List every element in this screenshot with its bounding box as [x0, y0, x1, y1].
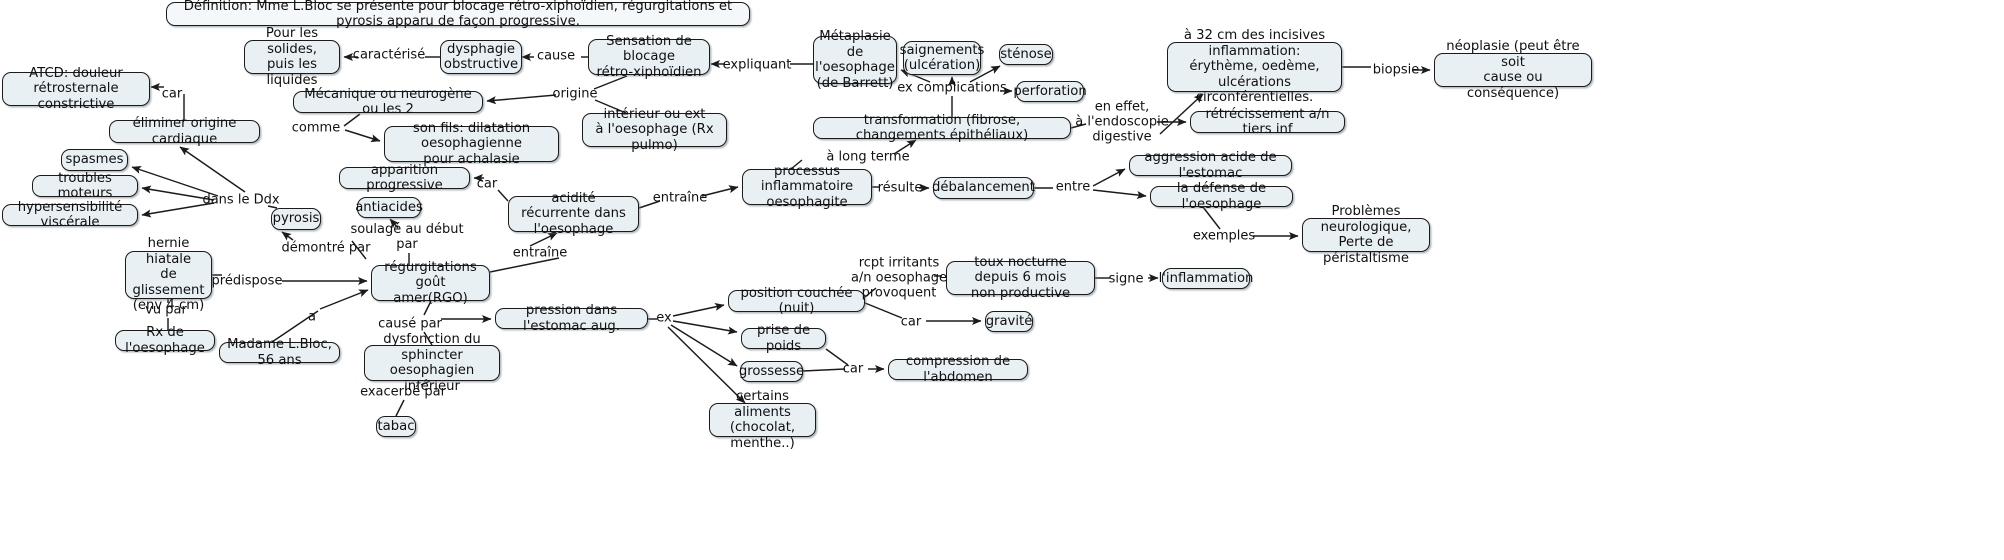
edge-label-entraine-acidite-processus: entraîne	[652, 190, 708, 206]
concept-node-saignements[interactable]: saignements (ulcération)	[899, 41, 985, 75]
edge-ex-to-grossesse	[670, 324, 738, 367]
edge-label-ex-complications: ex complications	[897, 80, 1007, 96]
concept-node-hypersensibilite[interactable]: hypersensibilité viscérale	[2, 200, 138, 230]
concept-node-aggression-acide[interactable]: aggression acide de l'estomac	[1129, 150, 1292, 181]
concept-node-antiacides[interactable]: antiacides	[355, 197, 423, 218]
concept-node-dysphagie-obstructive[interactable]: dysphagie obstructive	[440, 40, 522, 74]
edge-entre-to-aggression	[1092, 168, 1126, 187]
edge-label-comme: comme	[291, 120, 341, 136]
edge-entre-to-defense	[1092, 189, 1147, 200]
edge-label-en-effet: en effet, à l'endoscopie digestive	[1075, 99, 1169, 145]
concept-node-acidite-recurrente[interactable]: acidité récurrente dans l'oesophage	[508, 191, 639, 237]
concept-node-pyrosis[interactable]: pyrosis	[271, 208, 321, 230]
edge-label-exemples: exemples	[1192, 228, 1256, 244]
edge-label-soulage-au-debut: soulagé au début par	[350, 222, 464, 252]
edge-label-entre: entre	[1055, 179, 1091, 195]
edge-label-caracterise: caractérisé	[352, 47, 426, 63]
concept-node-interieur-ou-ext[interactable]: intérieur ou ext à l'oesophage (Rx pulmo…	[582, 107, 727, 153]
edge-exacerbe-to-tabac	[395, 399, 405, 417]
concept-node-eliminer-origine-cardiaque[interactable]: éliminer origine cardiaque	[109, 116, 260, 147]
concept-node-troubles-moteurs[interactable]: troubles moteurs	[32, 171, 138, 201]
concept-node-dysfonction-sphincter[interactable]: dysfonction du sphincter oesophagien inf…	[364, 332, 500, 394]
edge-a-to-regurg	[319, 289, 369, 310]
concept-node-metaplasie-barrett[interactable]: Métaplasie de l'oesophage (de Barrett)	[813, 29, 897, 91]
edge-origine-to-mecanique	[486, 94, 557, 105]
concept-node-spasmes[interactable]: spasmes	[61, 149, 128, 171]
concept-node-definition[interactable]: Définition: Mme L.Bloc se présente pour …	[166, 0, 750, 29]
edge-label-car-atcd: car	[161, 86, 183, 102]
concept-node-compression-abdomen[interactable]: compression de l'abdomen	[888, 354, 1028, 385]
concept-node-transformation-fibrose[interactable]: transformation (fibrose, changements épi…	[813, 113, 1071, 143]
edge-label-ex-pression: ex	[656, 310, 672, 326]
edge-label-a-madame: a	[308, 309, 316, 325]
edge-entraine-acidite-to	[701, 185, 739, 197]
edge-ex-to-prise	[672, 320, 738, 335]
edge-label-car-apparition: car	[476, 176, 498, 192]
concept-node-gravite[interactable]: gravité	[985, 311, 1033, 332]
concept-node-problemes-neuro[interactable]: Problèmes neurologique, Perte de pérista…	[1302, 204, 1430, 266]
edge-label-exacerbe-par: exacerbé par	[360, 384, 446, 400]
edge-label-vu-par: vu par	[145, 302, 187, 318]
edge-comme-to-sonfils	[344, 129, 381, 143]
edge-label-predispose: prédispose	[211, 273, 283, 289]
edge-ddx-to-eliminer	[179, 146, 246, 193]
concept-node-processus-inflammatoire[interactable]: processus inflammatoire oesophagite	[742, 164, 872, 210]
concept-node-l-inflammation[interactable]: l'inflammation	[1159, 268, 1253, 289]
edge-label-car-gravite: car	[900, 314, 922, 330]
edge-car-apparition-from-acidite	[497, 189, 509, 202]
concept-node-debalancement[interactable]: débalancement	[932, 177, 1035, 199]
concept-node-hernie-hiatale[interactable]: hernie hiatale de glissement (env 4 cm)	[125, 236, 212, 313]
concept-node-mecanique-neurogene[interactable]: Mécanique ou neurogène ou les 2	[293, 87, 483, 117]
concept-node-stenose[interactable]: sténose	[999, 44, 1053, 65]
edge-label-demontre-par: démontré par	[281, 240, 371, 256]
concept-node-regurgitations[interactable]: régurgitations goût amer(RGO)	[371, 260, 490, 306]
concept-node-toux-nocturne[interactable]: toux nocturne depuis 6 mois non producti…	[946, 255, 1095, 301]
edge-label-resulte: résulte	[877, 180, 923, 196]
concept-node-sensation-blocage[interactable]: Sensation de blocage rétro-xiphoïdien	[588, 34, 710, 80]
concept-node-apparition-progressive[interactable]: apparition progressive	[339, 163, 470, 193]
edge-label-signe: signe	[1108, 271, 1144, 287]
edge-position-to-car-grav	[864, 302, 903, 319]
edge-label-cause-par: causé par	[378, 316, 442, 332]
edge-label-cause: cause	[536, 48, 576, 64]
concept-node-tabac[interactable]: tabac	[376, 416, 416, 437]
concept-node-retrecissement[interactable]: rétrécissement a/n tiers inf	[1190, 107, 1345, 137]
edge-label-entraine-rgo-acidite: entraîne	[512, 245, 568, 261]
edge-label-rcpt-irritants: rcpt irritants a/n oesophage provoquent	[850, 255, 948, 301]
edge-label-biopsie: biopsie	[1372, 62, 1420, 78]
concept-node-a-32-cm[interactable]: à 32 cm des incisives inflammation: éryt…	[1167, 28, 1342, 105]
edge-label-origine: origine	[552, 86, 598, 102]
concept-node-certains-aliments[interactable]: certains aliments (chocolat, menthe..)	[709, 389, 816, 451]
concept-node-son-fils-dilatation[interactable]: son fils: dilatation oesophagienne pour …	[384, 121, 559, 167]
concept-node-grossesse[interactable]: grossesse	[739, 361, 804, 382]
concept-node-neoplasie[interactable]: néoplasie (peut être soit cause ou consé…	[1434, 39, 1592, 101]
edge-label-dans-le-ddx: dans le Ddx	[202, 192, 280, 208]
concept-node-pression-estomac[interactable]: pression dans l'estomac aug.	[495, 303, 648, 334]
edge-demontre-to-pyrosis	[281, 231, 294, 241]
edge-label-car-compression: car	[842, 361, 864, 377]
concept-node-pour-les-solides[interactable]: Pour les solides, puis les liquides	[244, 26, 340, 88]
concept-node-la-defense[interactable]: la défense de l'oesophage	[1150, 181, 1293, 212]
edge-label-expliquant: expliquant	[722, 57, 792, 73]
concept-node-prise-de-poids[interactable]: prise de poids	[741, 323, 826, 354]
edge-grossesse-to-car	[802, 368, 846, 372]
concept-node-atcd-douleur[interactable]: ATCD: douleur rétrosternale constrictive	[2, 66, 150, 112]
edge-ex-to-position	[672, 302, 725, 317]
concept-node-position-couchee[interactable]: position couchée (nuit)	[728, 286, 865, 316]
concept-node-perforation[interactable]: perforation	[1013, 81, 1087, 102]
edge-label-a-long-terme: à long terme	[826, 149, 910, 165]
concept-node-madame-lbloc[interactable]: Madame L.Bloc, 56 ans	[219, 337, 340, 368]
concept-node-rx-oesophage[interactable]: Rx de l'oesophage	[115, 325, 215, 356]
